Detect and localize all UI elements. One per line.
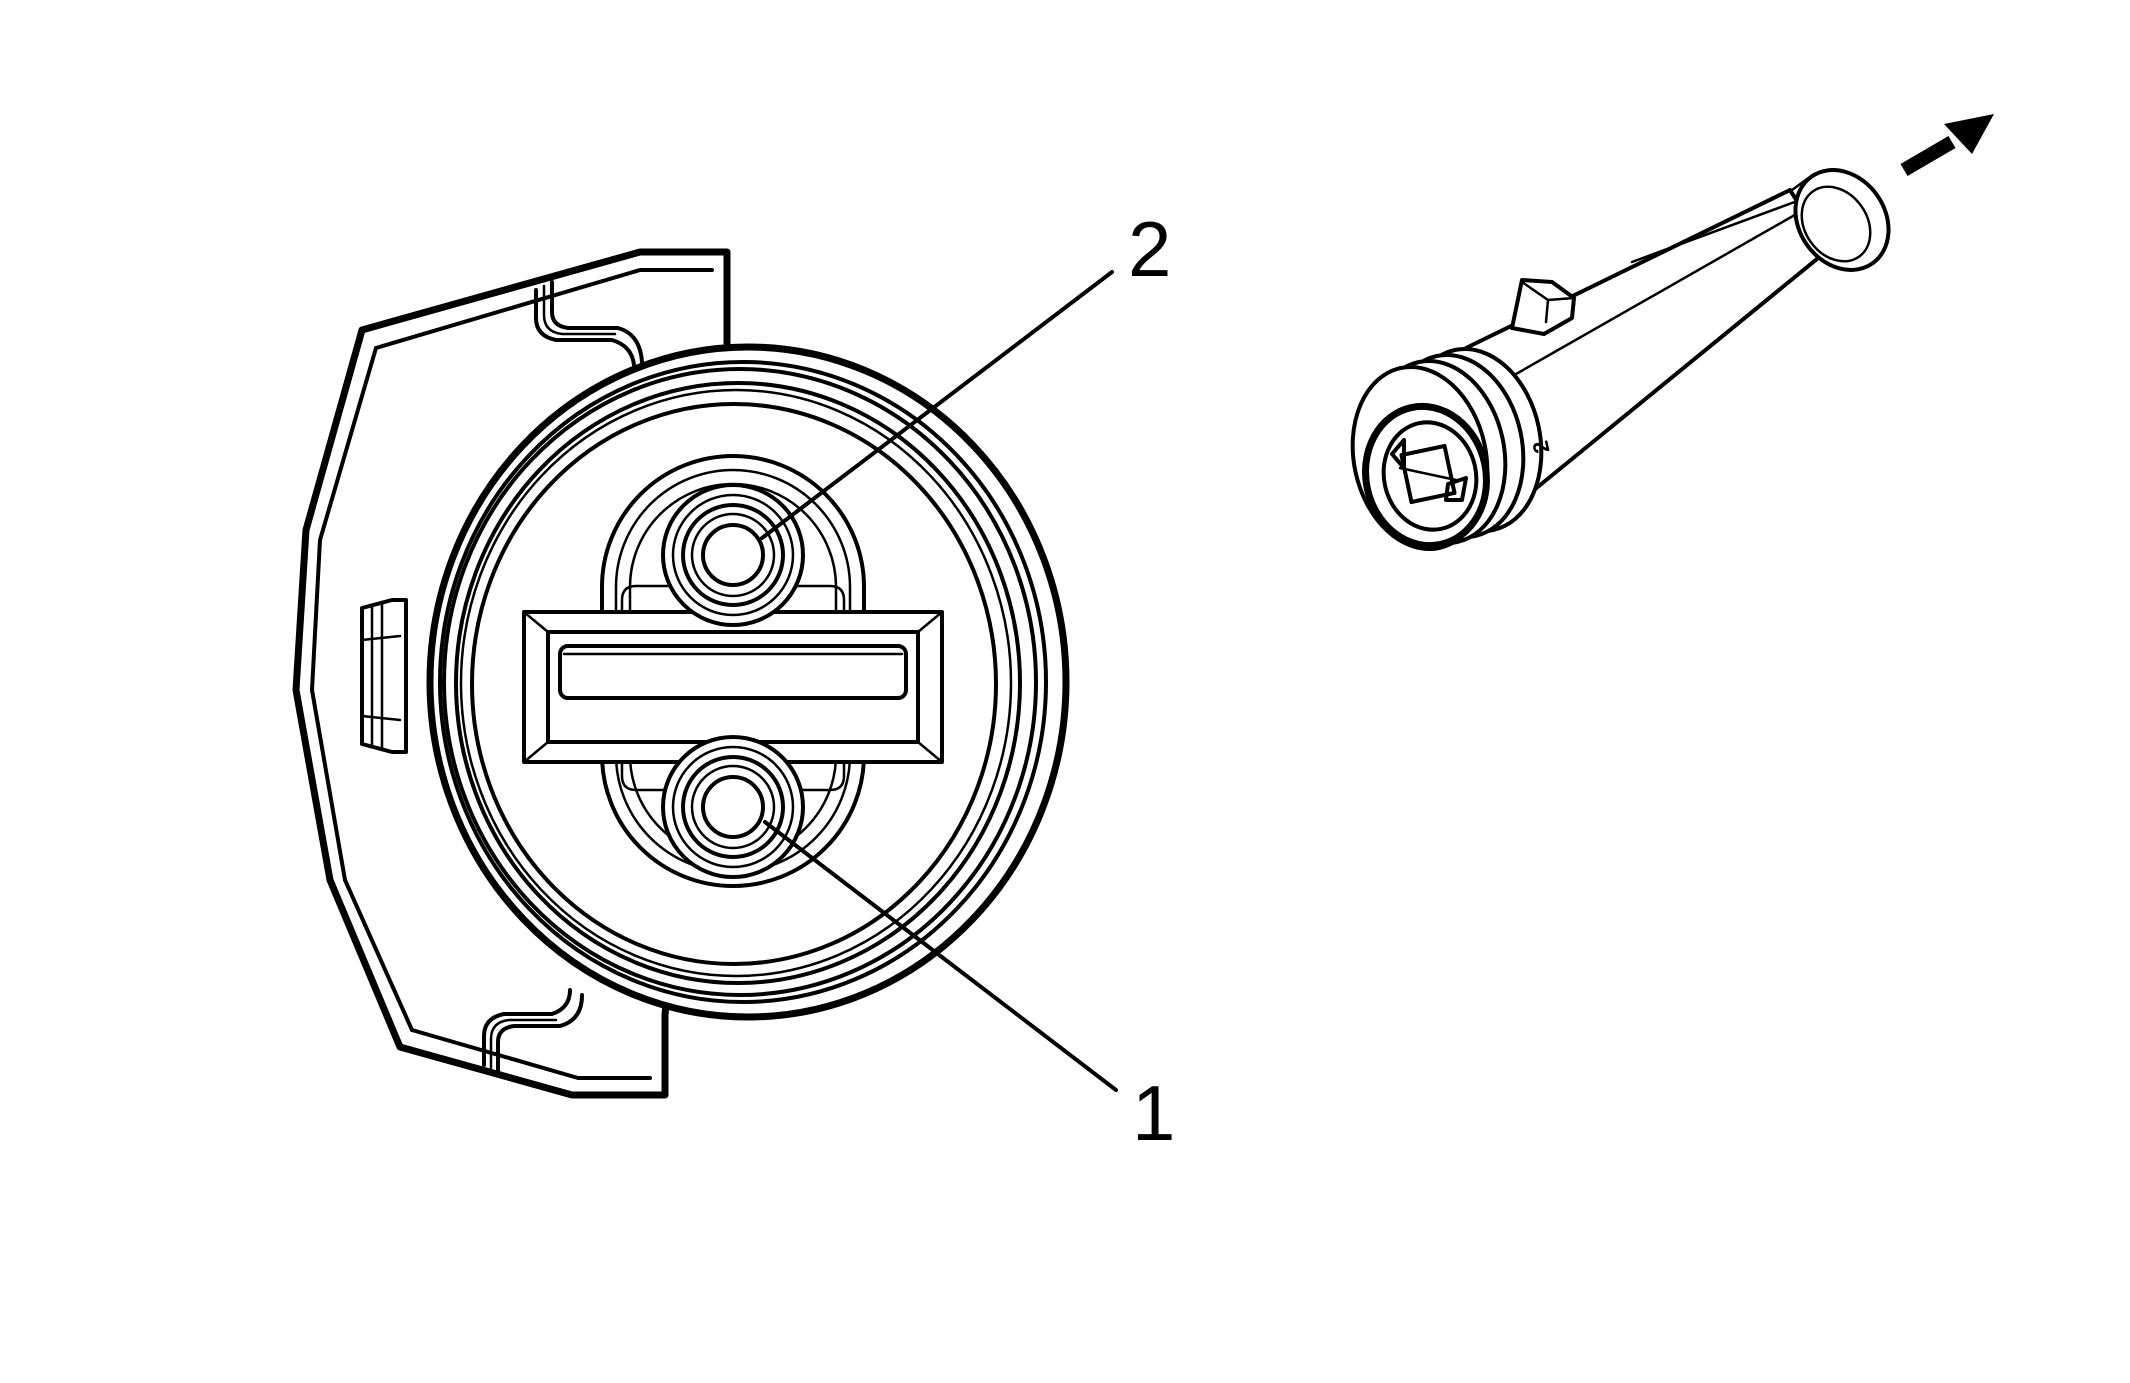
- callout-2: 2: [760, 205, 1171, 540]
- connector-latch: [1510, 278, 1576, 336]
- cavity-marking: 2: [1527, 438, 1554, 455]
- lower-latch-tab: [482, 988, 584, 1074]
- side-lock-stub: [360, 598, 408, 754]
- callout-1: 1: [763, 820, 1175, 1157]
- terminal-cavity-1: [661, 735, 805, 879]
- arrow-up-right-icon: [1900, 114, 1994, 177]
- connector-end-cap: [1790, 168, 1891, 272]
- terminal-cavity-2: [661, 483, 805, 627]
- leader-line-1: [763, 820, 1118, 1092]
- leader-line-2: [760, 270, 1114, 540]
- socket-face-view: 2 1: [292, 205, 1175, 1157]
- key-bar: [522, 584, 944, 792]
- seal-face: [470, 402, 998, 966]
- upper-latch-tab: [534, 280, 644, 367]
- callout-label-1: 1: [1132, 1069, 1175, 1157]
- connector-front-face: [1362, 402, 1490, 550]
- callout-label-2: 2: [1128, 205, 1171, 293]
- terminal-connector: 2: [1350, 168, 1891, 552]
